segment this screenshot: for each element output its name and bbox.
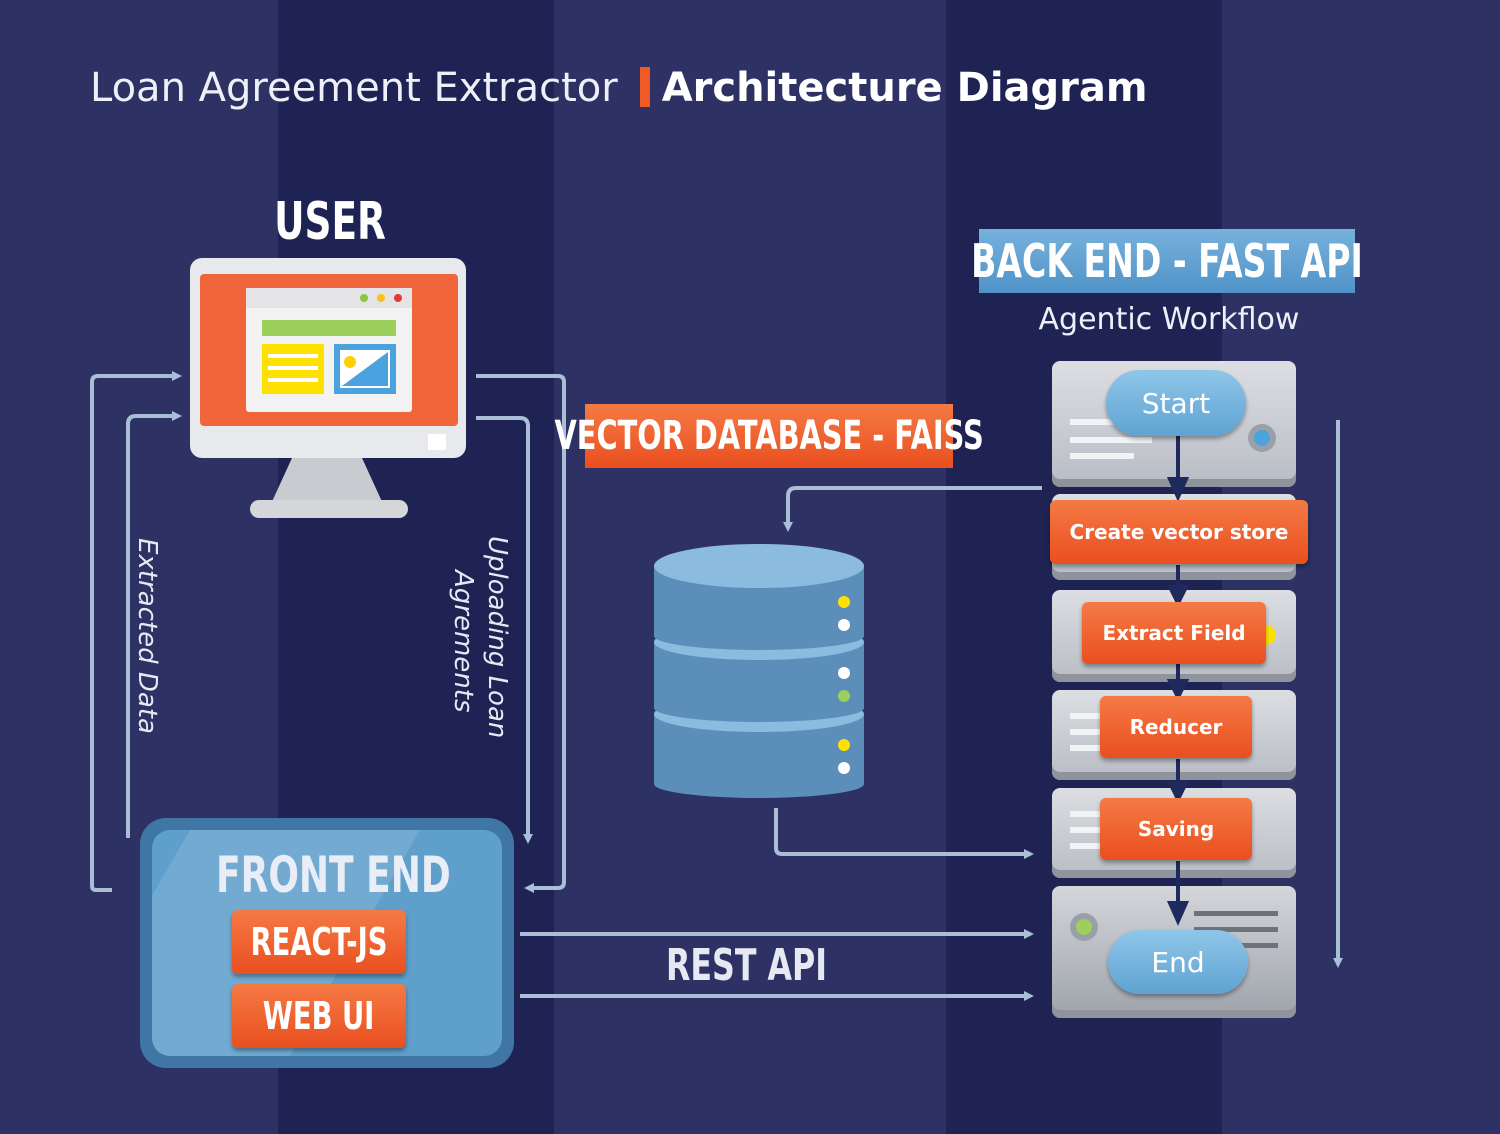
- step-label: Create vector store: [1069, 520, 1289, 544]
- vectordb-to-backend-arrow: [774, 808, 1034, 859]
- web-ui-label: WEB UI: [263, 994, 375, 1038]
- rest-api-arrows: [520, 929, 1034, 1001]
- step-label: Extract Field: [1102, 621, 1246, 645]
- rest-api-label: REST API: [666, 940, 828, 991]
- page-title: Loan Agreement Extractor Architecture Dia…: [90, 62, 1148, 111]
- backend-label: BACK END - FAST API: [971, 234, 1363, 288]
- frontend-title: FRONT END: [216, 846, 451, 904]
- database-icon: [654, 544, 864, 798]
- extracted-data-label: Extracted Data: [132, 538, 162, 734]
- web-ui-button: WEB UI: [232, 984, 406, 1048]
- step-label: Saving: [1137, 817, 1215, 841]
- monitor-icon: [190, 258, 466, 518]
- vector-db-label: VECTOR DATABASE - FAISS: [554, 413, 984, 459]
- uploading-label-line1: Uploading Loan: [482, 536, 512, 739]
- backend-subtitle: Agentic Workflow: [1038, 302, 1300, 337]
- step-extract-field: Extract Field: [1082, 602, 1266, 664]
- end-node: End: [1108, 930, 1248, 994]
- react-js-label: REACT-JS: [250, 920, 388, 964]
- title-divider: [639, 67, 650, 107]
- react-js-button: REACT-JS: [232, 910, 406, 974]
- vector-db-label-box: VECTOR DATABASE - FAISS: [554, 404, 984, 468]
- uploading-arrow: [476, 374, 566, 893]
- step-label: Reducer: [1129, 715, 1223, 739]
- user-label: USER: [274, 192, 386, 252]
- backend-to-vectordb-arrow: [783, 486, 1042, 532]
- uploading-label-line2: Agrements: [448, 570, 478, 713]
- start-node: Start: [1106, 370, 1246, 436]
- title-prefix: Loan Agreement Extractor: [90, 65, 618, 111]
- server-details: [1070, 419, 1278, 948]
- title-main: Architecture Diagram: [661, 65, 1148, 111]
- extracted-data-arrow: [90, 371, 182, 892]
- backend-label-box: BACK END - FAST API: [971, 229, 1363, 293]
- step-saving: Saving: [1100, 798, 1252, 860]
- step-create-vector-store: Create vector store: [1050, 500, 1308, 564]
- step-reducer: Reducer: [1100, 696, 1252, 758]
